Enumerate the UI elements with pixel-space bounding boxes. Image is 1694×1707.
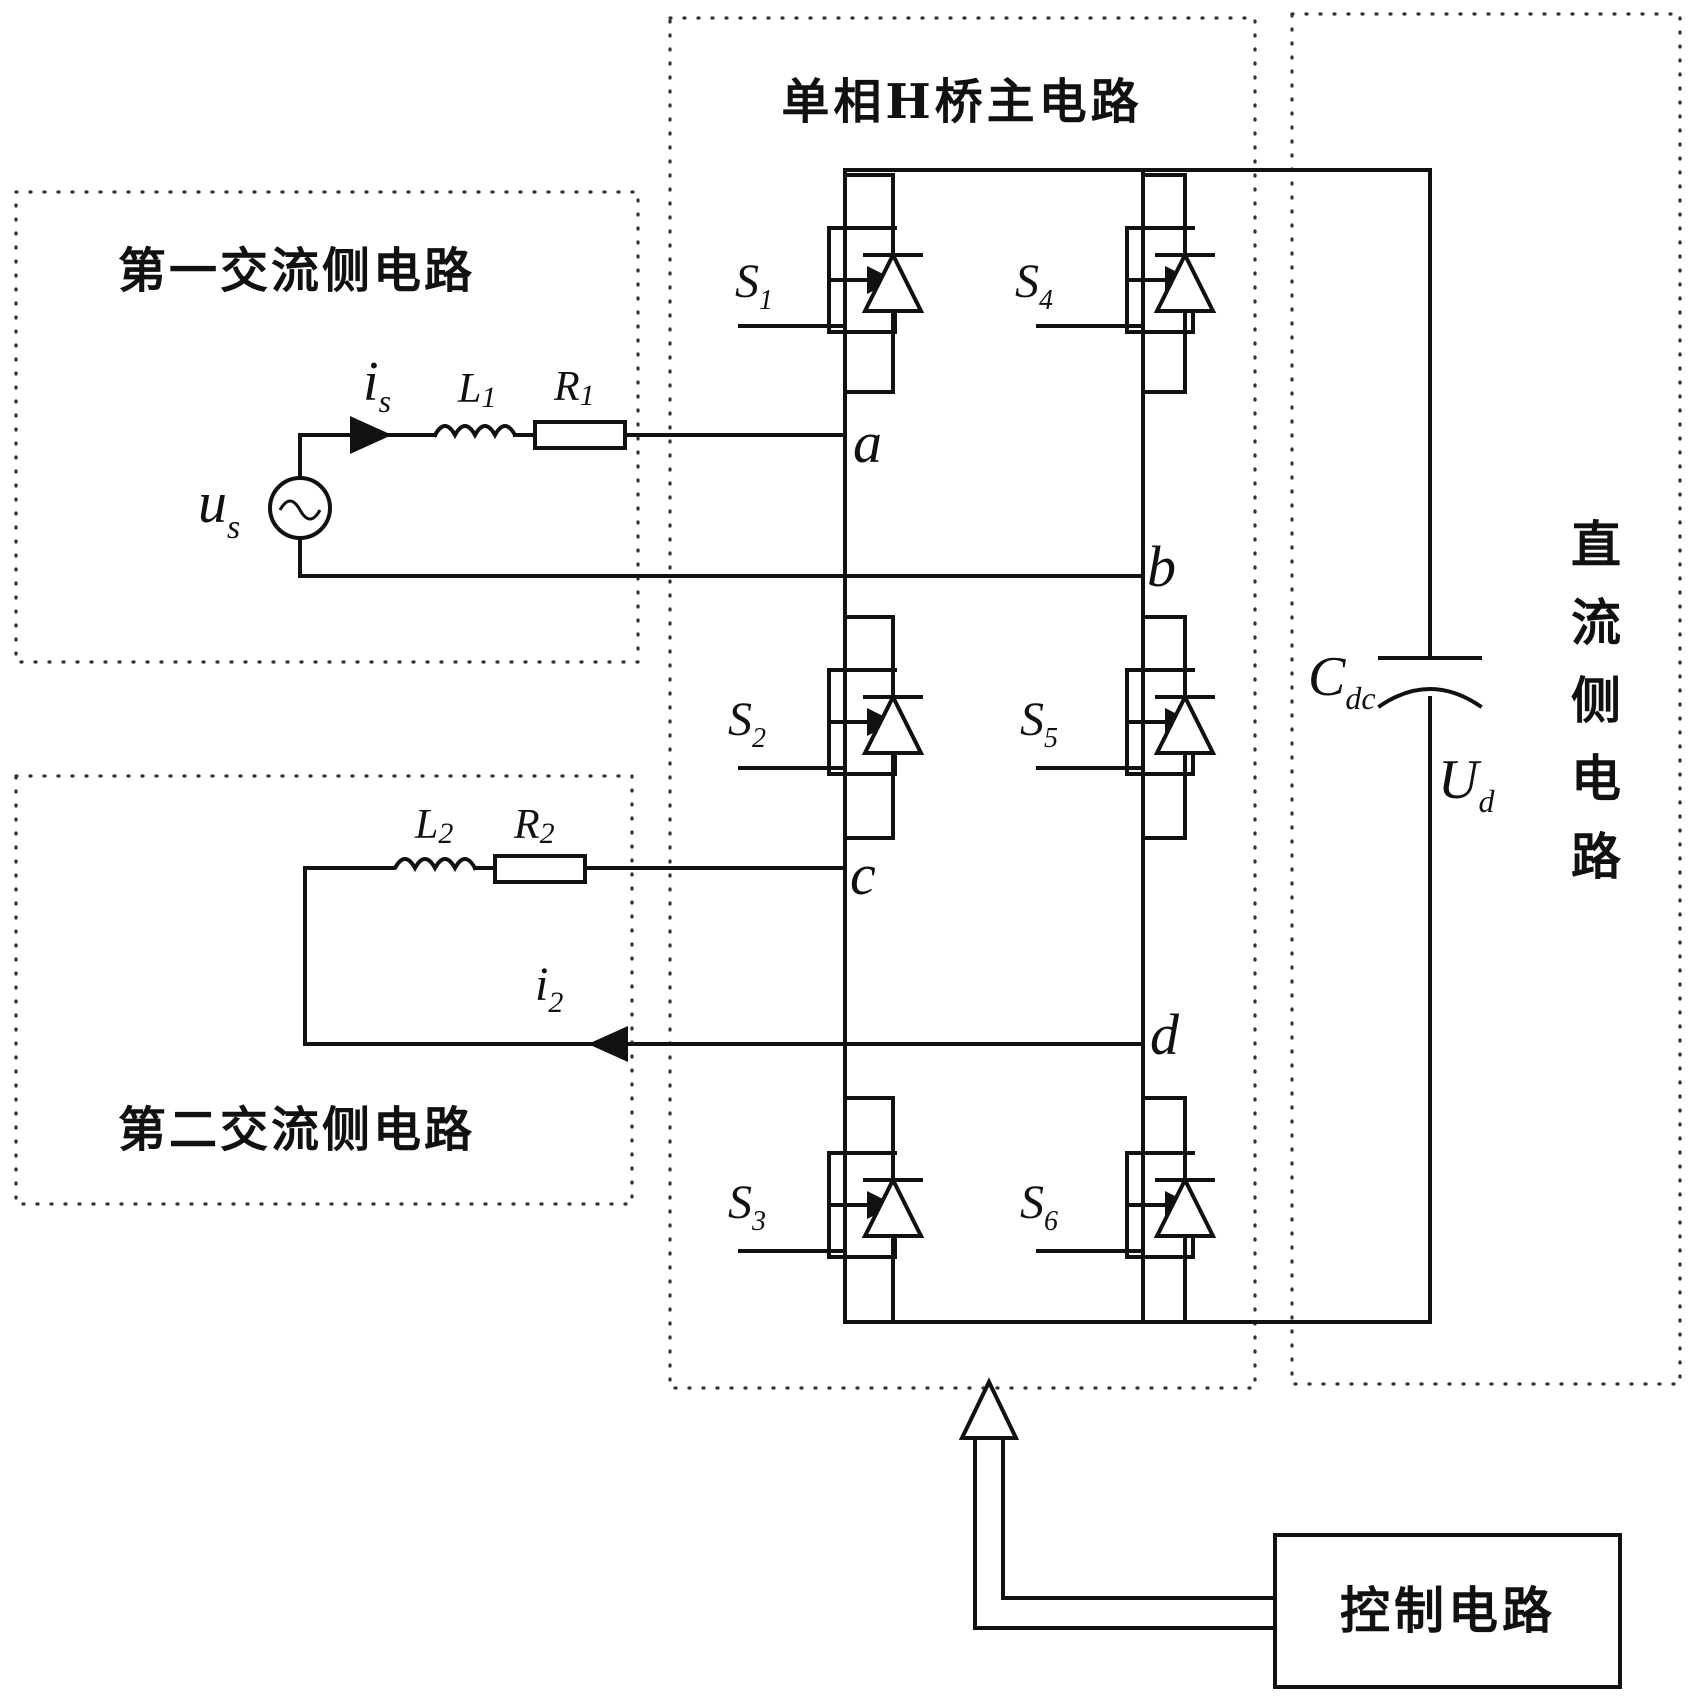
control-circuit-label: 控制电路 [1340,1581,1556,1640]
main-bridge-title: 单相H桥主电路 [781,74,1142,130]
inductor-l2 [375,859,475,868]
current-i2-arrow [588,1026,628,1062]
label-r1: R1 [553,364,595,412]
node-b-label: b [1147,534,1176,599]
switch-s2 [740,617,921,838]
ac-side-2-title: 第二交流侧电路 [118,1102,475,1158]
label-r2: R2 [513,802,555,850]
label-l2: L2 [414,802,453,850]
label-s3: S3 [728,1176,766,1237]
label-cdc: Cdc [1308,646,1376,716]
svg-text:路: 路 [1571,827,1622,886]
label-ud: Ud [1438,749,1495,819]
ac1-bottom-wire [300,538,1143,576]
switch-s3 [740,1098,921,1322]
ac-side-1-title: 第一交流侧电路 [118,243,475,299]
label-s6: S6 [1020,1176,1058,1237]
label-i2: i2 [535,958,563,1019]
main-bridge-frame [670,18,1255,1388]
node-a-label: a [853,410,882,475]
label-s5: S5 [1020,693,1058,754]
dc-side-title: 直 流 侧 电 路 [1571,515,1622,886]
node-d-label: d [1150,1002,1180,1067]
control-signal-arrow [962,1382,1016,1438]
svg-text:直: 直 [1571,515,1621,574]
label-us: us [198,470,240,546]
resistor-r1 [535,422,625,448]
switch-s6 [1038,1098,1213,1322]
resistor-r2 [495,856,585,882]
label-s2: S2 [728,693,766,754]
label-s1: S1 [735,255,773,316]
ac2-loop-wire [305,868,1143,1044]
svg-text:流: 流 [1571,593,1621,652]
switch-s5 [1038,617,1213,838]
svg-text:侧: 侧 [1571,671,1621,730]
current-is-arrow [350,416,392,454]
dc-positive-bus [845,170,1430,658]
label-l1: L1 [457,366,496,414]
node-c-label: c [850,842,876,907]
svg-text:电: 电 [1571,749,1621,808]
label-s4: S4 [1015,255,1053,316]
switch-s1 [740,175,921,392]
switch-s4 [1038,175,1213,392]
label-is: is [363,351,391,419]
dc-negative-bus [845,698,1430,1322]
control-signal-inner [1003,1438,1275,1598]
